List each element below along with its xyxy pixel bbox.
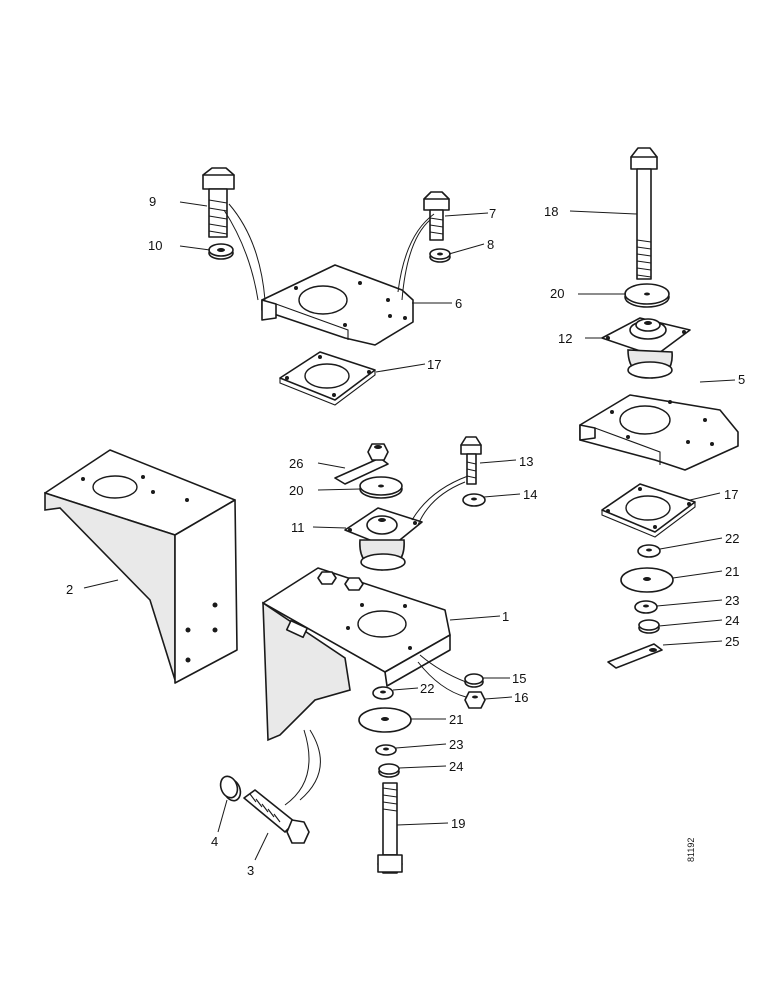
label-14: 14: [523, 487, 537, 502]
bolt-19: [377, 782, 403, 874]
gasket-17-upper: [279, 351, 376, 406]
label-24-right: 24: [725, 613, 739, 628]
label-5: 5: [738, 372, 745, 387]
label-24-center: 24: [449, 759, 463, 774]
label-12: 12: [558, 331, 572, 346]
bolt-7: [423, 191, 450, 241]
label-11: 11: [291, 520, 305, 535]
washer-22-right: [637, 544, 661, 558]
label-21-right: 21: [725, 564, 739, 579]
bolt-9: [202, 167, 235, 238]
bolt-3: [243, 789, 310, 844]
label-20-center: 20: [289, 483, 303, 498]
label-18: 18: [544, 204, 558, 219]
washer-10: [208, 243, 234, 260]
washer-24-right: [638, 619, 660, 634]
reference-number: 81192: [686, 838, 696, 862]
plate-25: [607, 643, 663, 669]
washer-21-center: [358, 707, 412, 733]
nut-26: [334, 443, 389, 485]
washer-8: [429, 248, 451, 263]
label-23-center: 23: [449, 737, 463, 752]
label-21-center: 21: [449, 712, 463, 727]
gasket-17-lower: [601, 483, 696, 538]
label-8: 8: [487, 237, 494, 252]
bracket-2: [44, 449, 238, 684]
label-22-center: 22: [420, 681, 434, 696]
label-26: 26: [289, 456, 303, 471]
mount-11: [344, 507, 423, 571]
washer-14: [462, 493, 486, 507]
washer-20-upper: [624, 283, 670, 308]
label-16: 16: [514, 690, 528, 705]
label-1: 1: [502, 609, 509, 624]
washer-15: [464, 673, 484, 688]
mount-12: [601, 317, 691, 379]
label-2: 2: [66, 582, 73, 597]
leader-lines: [83, 201, 736, 861]
washer-20-center: [359, 476, 403, 499]
bolt-18: [630, 147, 658, 280]
label-7: 7: [489, 206, 496, 221]
label-4: 4: [211, 834, 218, 849]
label-13: 13: [519, 454, 533, 469]
washer-23-center: [375, 744, 397, 756]
label-3: 3: [247, 863, 254, 878]
label-23-right: 23: [725, 593, 739, 608]
label-22-right: 22: [725, 531, 739, 546]
bracket-5: [579, 394, 739, 471]
washer-21-right: [620, 567, 674, 593]
label-25: 25: [725, 634, 739, 649]
label-17-lower: 17: [724, 487, 738, 502]
nut-16: [464, 691, 486, 709]
bracket-6: [261, 264, 414, 346]
label-19: 19: [451, 816, 465, 831]
label-17-upper: 17: [427, 357, 441, 372]
bracket-1: [262, 567, 451, 742]
washer-23-right: [634, 600, 658, 614]
label-6: 6: [455, 296, 462, 311]
label-20-upper: 20: [550, 286, 564, 301]
part-labels: 9 10 7 8 6 17 18 20 12 5 17 22 21 23 24 …: [66, 194, 745, 878]
label-9: 9: [149, 194, 156, 209]
label-15: 15: [512, 671, 526, 686]
washer-4: [219, 775, 242, 802]
washer-24-center: [378, 763, 400, 778]
washer-22-center: [372, 686, 394, 700]
bolt-13: [460, 436, 482, 485]
label-10: 10: [148, 238, 162, 253]
